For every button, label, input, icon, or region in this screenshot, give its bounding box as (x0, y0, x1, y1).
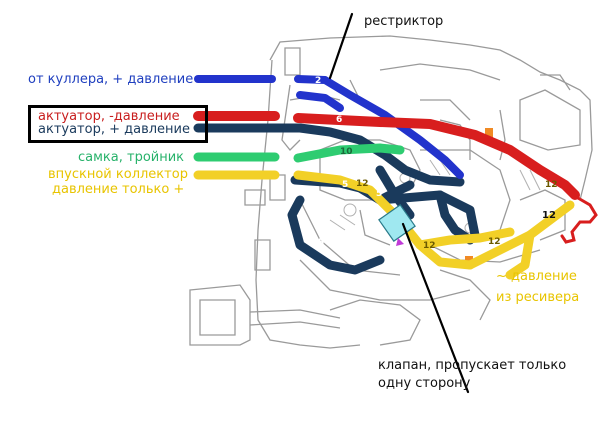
green-hose (193, 143, 405, 163)
hose-number-navy-b: 5 (376, 189, 382, 199)
label-restrictor: рестриктор (364, 14, 444, 29)
navy-hoses (193, 123, 480, 275)
hose-number-blue: 2 (315, 76, 321, 86)
orange-fragments (465, 128, 493, 264)
label-actuator-plus: актуатор, + давление (38, 122, 190, 137)
red-hose (193, 111, 580, 200)
hose-number-red: 6 (336, 115, 342, 125)
blue-hose (194, 75, 464, 179)
red-curl (560, 196, 598, 244)
label-receiver-line1: ~ давление (496, 269, 577, 284)
pointer-valve (401, 222, 470, 394)
label-actuator-minus: актуатор, -давление (38, 109, 180, 124)
label-receiver-line2: из ресивера (496, 290, 580, 305)
label-intake-line2: давление только + (52, 182, 185, 197)
label-self-tee: самка, тройник (78, 150, 185, 165)
hose-number-green: 10 (340, 147, 353, 157)
pointer-restrictor (328, 12, 354, 80)
hose-number-navy-c: 5 (318, 238, 324, 248)
actuator-highlight-box (28, 105, 208, 143)
yellow-hoses (193, 170, 575, 280)
hose-number-yellow-c: 12 (488, 237, 501, 247)
hose-number-yellow-a: 12 (356, 179, 369, 189)
hose-number-yellow-d: 12 (545, 180, 558, 190)
hose-numbers: 2 6 10 5 5 5 12 12 12 12 12 (315, 76, 558, 251)
label-intake-line1: впускной коллектор (48, 167, 188, 182)
pointer-lines (328, 12, 470, 394)
label-valve-line1: клапан, пропускает только (378, 358, 567, 373)
label-valve-line2: одну сторону (378, 376, 471, 391)
hose-number-navy-a: 5 (342, 180, 348, 190)
hose-number-yellow-b: 12 (423, 241, 436, 251)
hose-number-black: 12 (542, 210, 556, 221)
label-from-cooler: от куллера, + давление (28, 72, 194, 87)
